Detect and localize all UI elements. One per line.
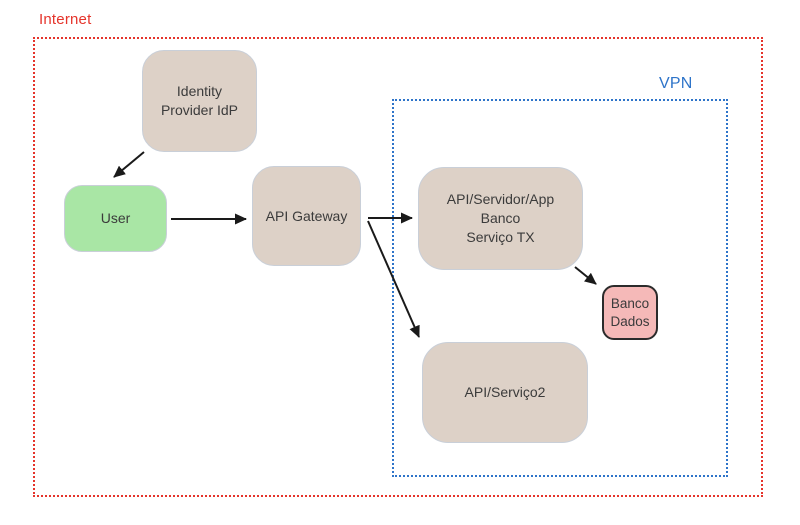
node-api-gateway: API Gateway xyxy=(252,166,361,266)
vpn-label: VPN xyxy=(659,75,693,92)
internet-boundary xyxy=(33,37,763,497)
node-api-servico2: API/Serviço2 xyxy=(422,342,588,443)
internet-label: Internet xyxy=(39,11,92,28)
node-api-servidor-app-banco-servico-tx: API/Servidor/App Banco Serviço TX xyxy=(418,167,583,270)
node-banco-dados: Banco Dados xyxy=(602,285,658,340)
node-user: User xyxy=(64,185,167,252)
node-identity-provider-idp: Identity Provider IdP xyxy=(142,50,257,152)
